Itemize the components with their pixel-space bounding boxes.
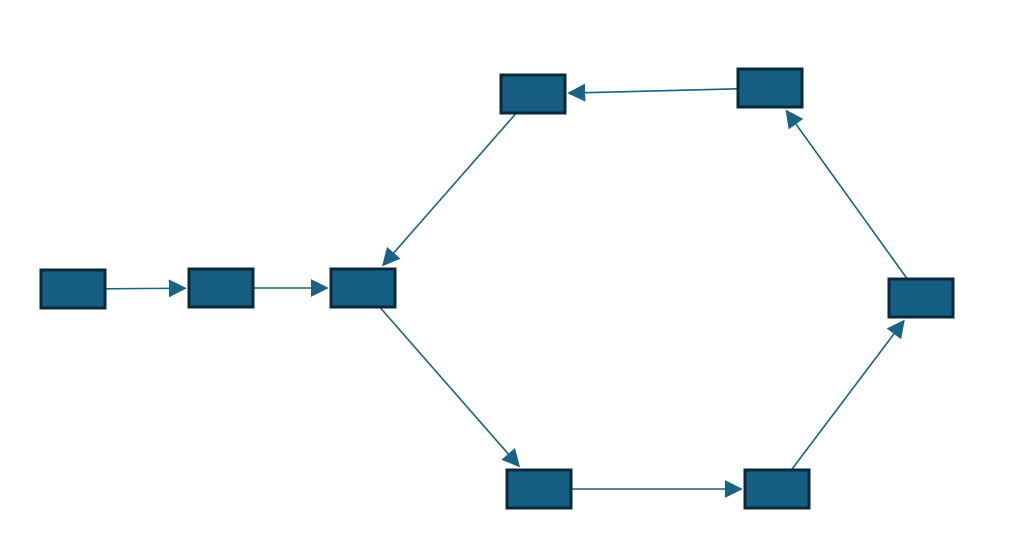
node-n3 (329, 267, 397, 309)
nodes-layer (39, 67, 955, 510)
edge-n7-to-n8 (567, 83, 738, 102)
node-n4 (505, 468, 573, 510)
edge-n5-to-n6 (791, 319, 905, 470)
edge-n1-to-n2 (105, 279, 187, 298)
node-n7 (736, 67, 804, 109)
edge-n3-to-n4 (379, 307, 521, 468)
node-n6 (887, 277, 955, 319)
edge-n6-to-n7 (785, 109, 908, 279)
edges-layer (105, 83, 908, 498)
node-n8 (499, 73, 567, 115)
node-n2 (187, 267, 255, 309)
node-n5 (743, 468, 811, 510)
node-n1 (39, 268, 107, 310)
edge-n8-to-n3 (381, 113, 517, 267)
